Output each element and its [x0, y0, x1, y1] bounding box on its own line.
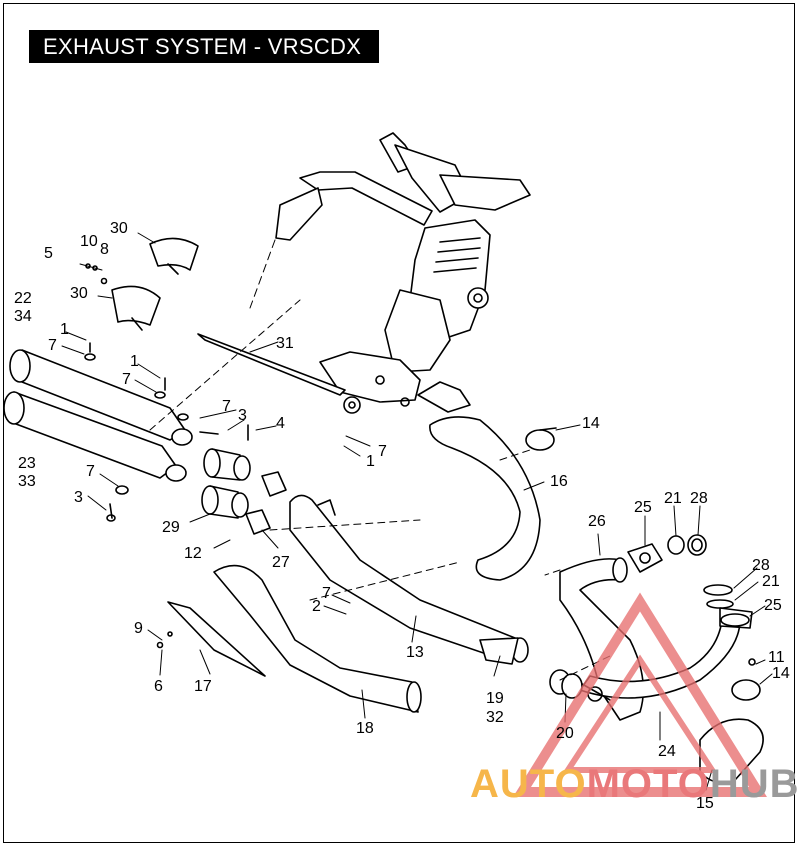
callout-9: 9 [134, 620, 143, 637]
header-heat-shield [213, 564, 422, 713]
callout-5: 5 [44, 245, 53, 262]
callout-7-f: 7 [322, 585, 331, 602]
callout-7-e: 7 [86, 463, 95, 480]
callout-13: 13 [406, 644, 424, 661]
heat-shield-upper [149, 237, 199, 275]
callout-28-upper: 28 [690, 490, 708, 507]
callout-12: 12 [184, 545, 202, 562]
callout-19: 19 [486, 690, 504, 707]
leader-lines [61, 232, 773, 791]
clamp-14-upper [525, 427, 557, 451]
mid-header-pipe [289, 494, 529, 665]
callout-30-lower: 30 [70, 285, 88, 302]
callout-3-b: 3 [74, 489, 83, 506]
lower-muffler [3, 391, 187, 482]
callout-14-upper: 14 [582, 415, 600, 432]
callout-23: 23 [18, 455, 36, 472]
flange-upper [627, 534, 707, 573]
callout-21-lower: 21 [762, 573, 780, 590]
watermark-logo: AUTOMOTOHUB [470, 762, 800, 807]
callout-22: 22 [14, 290, 32, 307]
frame-assembly [249, 132, 531, 413]
callout-31: 31 [276, 335, 294, 352]
watermark-triangle [513, 592, 767, 797]
muffler-hardware [84, 342, 249, 522]
callout-15: 15 [696, 795, 714, 812]
assembly-lines [149, 299, 611, 681]
callout-1-a: 1 [60, 321, 69, 338]
hardware-5-10-8 [79, 263, 108, 285]
flange-lower [703, 584, 750, 627]
callout-14-lower: 14 [772, 665, 790, 682]
callout-26: 26 [588, 513, 606, 530]
upper-muffler [9, 349, 193, 446]
callout-30-upper: 30 [110, 220, 128, 237]
callout-11: 11 [768, 649, 785, 666]
watermark-part-moto: MOTO [586, 762, 710, 806]
callout-layer: 30 5 10 8 30 22 34 1 7 1 7 31 7 3 4 7 1 … [14, 220, 790, 812]
callout-1-b: 1 [130, 353, 139, 370]
callout-16: 16 [550, 473, 568, 490]
watermark-part-hub: HUB [709, 762, 800, 806]
callout-21-upper: 21 [664, 490, 682, 507]
callout-18: 18 [356, 720, 374, 737]
callout-25-lower: 25 [764, 597, 782, 614]
callout-25-upper: 25 [634, 499, 652, 516]
callout-8: 8 [100, 241, 109, 258]
shield-bracket [156, 601, 266, 677]
callout-20: 20 [556, 725, 574, 742]
callout-34: 34 [14, 308, 32, 325]
callout-3-a: 3 [238, 407, 247, 424]
callout-6: 6 [154, 678, 163, 695]
callout-7-c: 7 [222, 398, 231, 415]
clamp-14-lower [731, 658, 761, 701]
callout-29: 29 [162, 519, 180, 536]
coupler-lower [201, 485, 271, 535]
callout-33: 33 [18, 473, 36, 490]
crossover-rod [197, 333, 361, 414]
callout-17: 17 [194, 678, 212, 695]
front-head-pipe [429, 416, 541, 581]
watermark-part-auto: AUTO [470, 762, 587, 806]
callout-27: 27 [272, 554, 290, 571]
callout-32: 32 [486, 709, 504, 726]
diagram-title: EXHAUST SYSTEM - VRSCDX [29, 30, 379, 63]
callout-7-a: 7 [48, 337, 57, 354]
callout-28-lower: 28 [752, 557, 770, 574]
callout-1-c: 1 [366, 453, 375, 470]
callout-24: 24 [658, 743, 676, 760]
coupler-upper [203, 448, 287, 497]
callout-10: 10 [80, 233, 98, 250]
callout-2: 2 [312, 598, 321, 615]
callout-4: 4 [276, 415, 285, 432]
callout-7-b: 7 [122, 371, 131, 388]
callout-7-d: 7 [378, 443, 387, 460]
diagram-frame [3, 3, 795, 843]
heat-shield-lower [111, 285, 161, 331]
